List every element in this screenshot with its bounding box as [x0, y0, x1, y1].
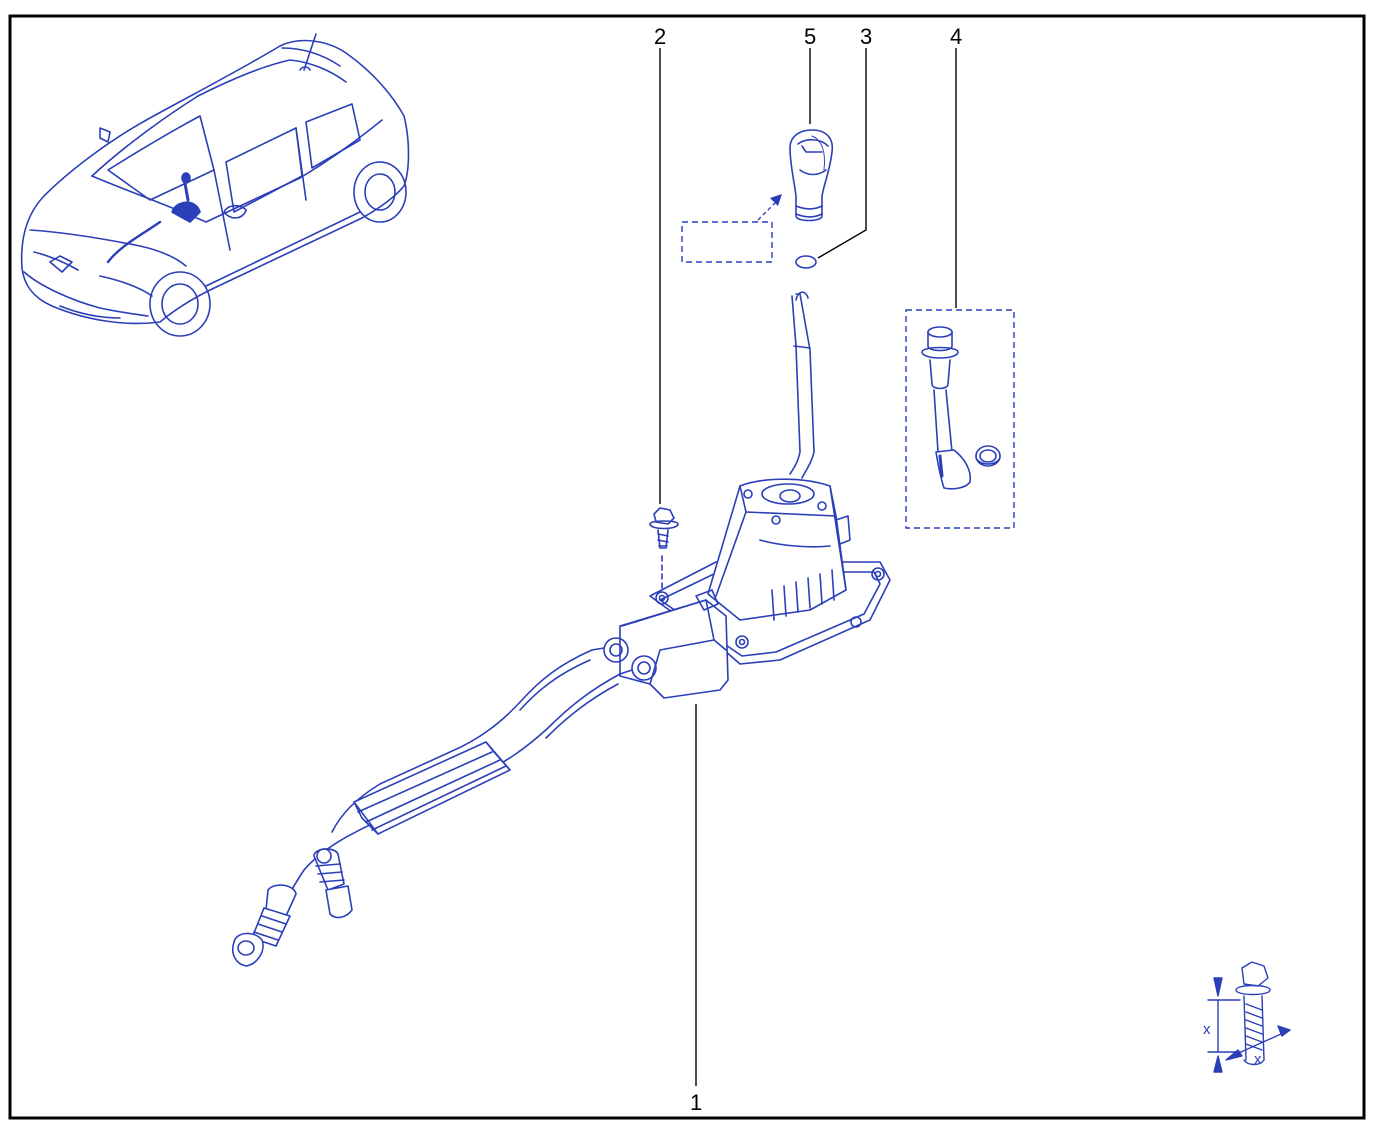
vehicle-location-inset: [20, 33, 410, 337]
dimension-label-x-horizontal: x: [1254, 1051, 1262, 1068]
o-ring-part: [795, 255, 817, 269]
callout-3: 3: [860, 24, 872, 49]
callout-2: 2: [654, 24, 666, 49]
knob-variant-box: [681, 194, 782, 263]
diagram-frame: [8, 14, 1366, 1120]
bolt-part: [649, 507, 679, 593]
callout-leaders: [659, 48, 957, 1086]
dimension-label-x-vertical: x: [1203, 1021, 1211, 1038]
callout-5: 5: [804, 24, 816, 49]
gear-shift-assembly: [231, 291, 891, 967]
gear-knob-part: [789, 129, 834, 222]
lever-sleeve-kit: [905, 309, 1015, 529]
bolt-dimension-inset: [1207, 961, 1291, 1073]
callout-1: 1: [690, 1090, 702, 1115]
callout-4: 4: [950, 24, 962, 49]
